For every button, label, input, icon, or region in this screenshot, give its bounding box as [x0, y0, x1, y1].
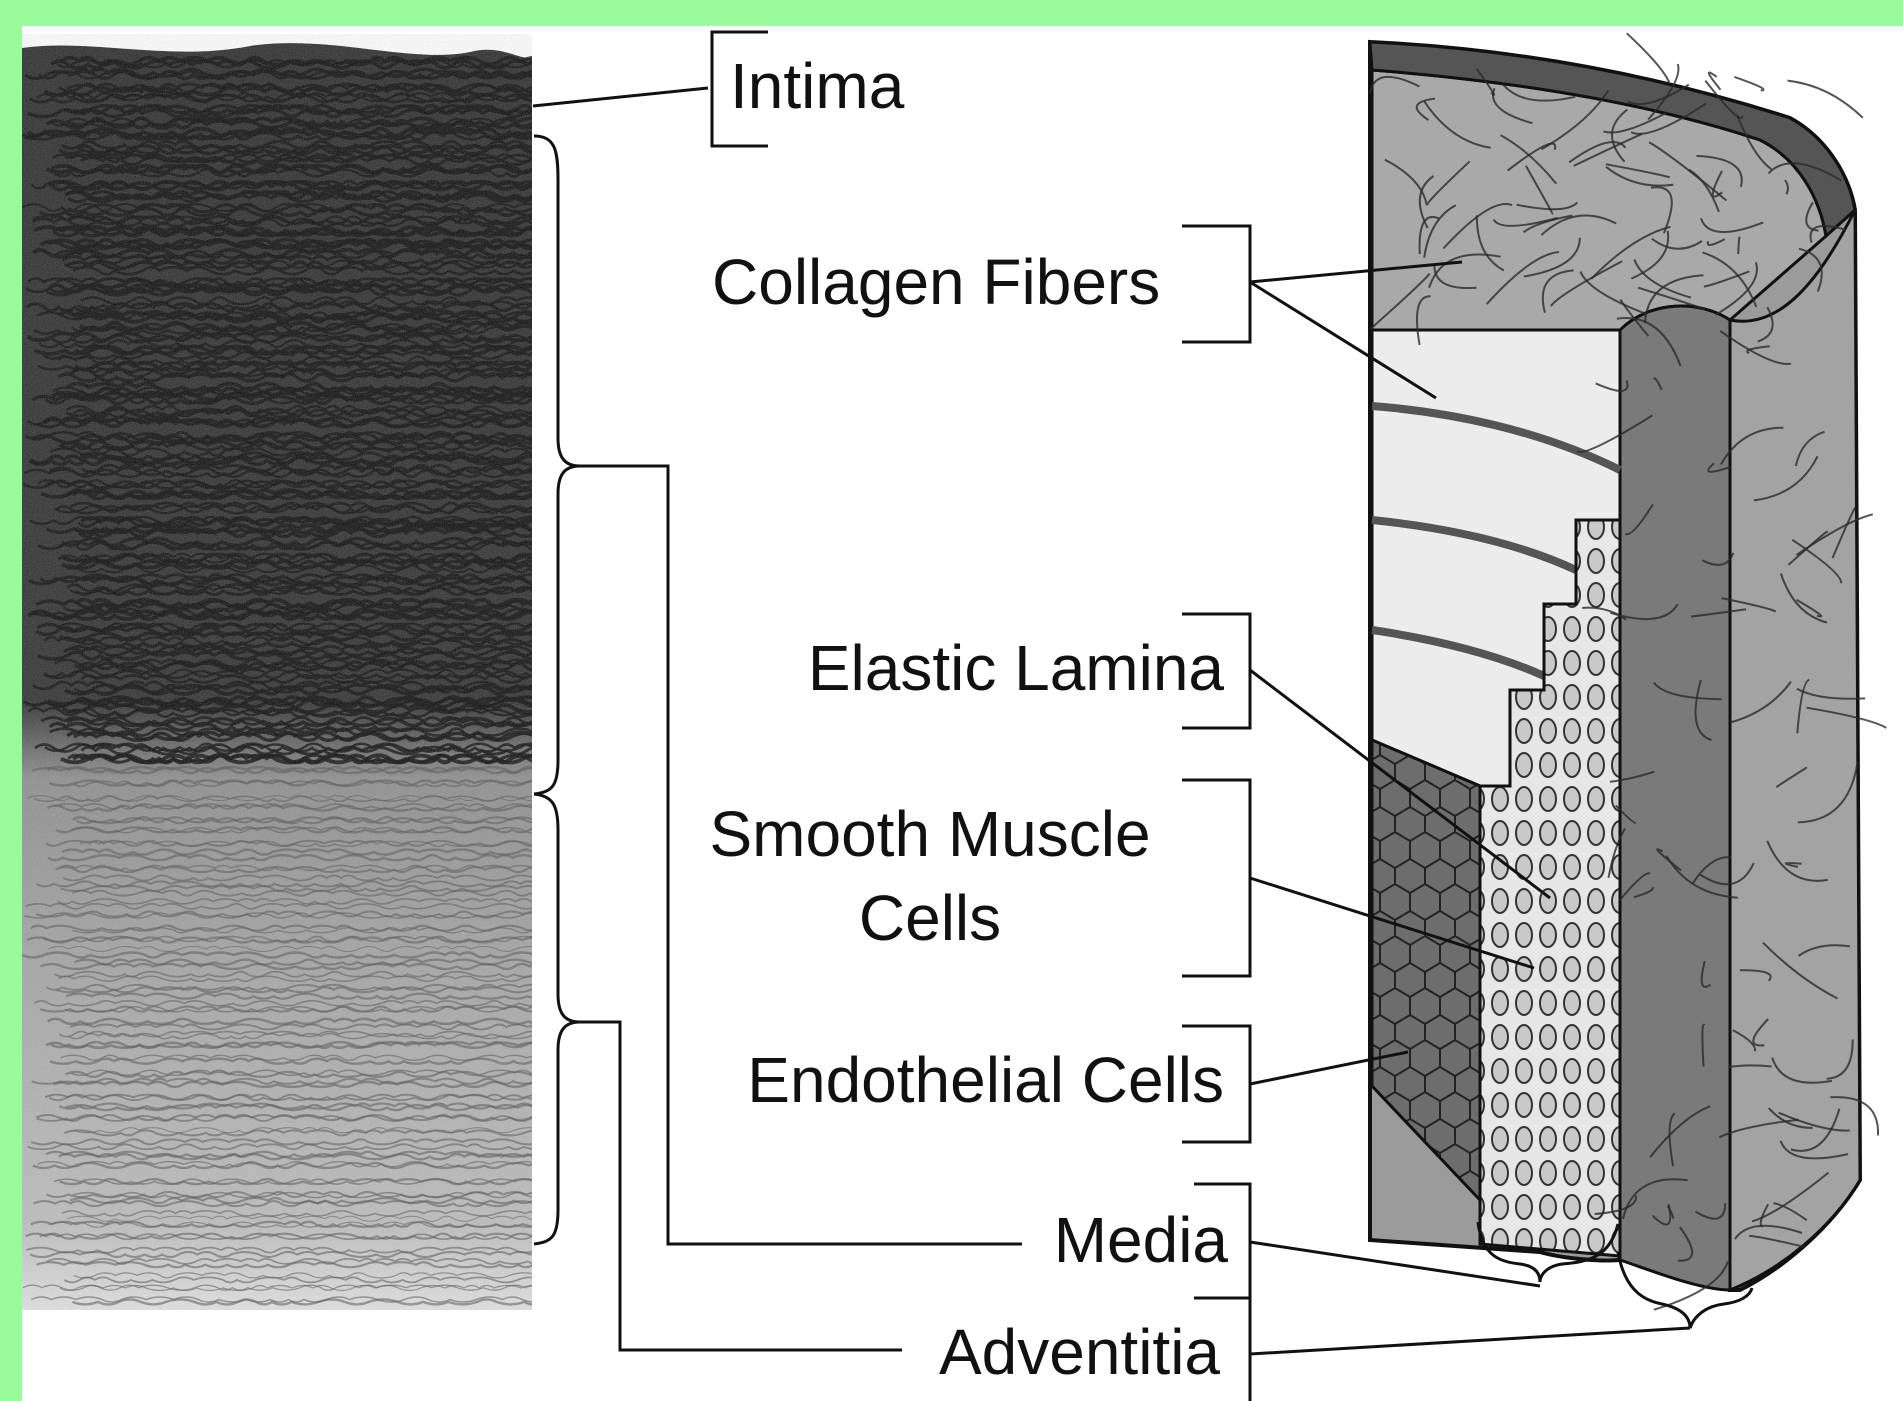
label-smooth-muscle-line2: Cells: [859, 882, 1001, 954]
artery-cutaway-illustration: [1370, 33, 1887, 1328]
label-smooth-muscle-line1: Smooth Muscle: [709, 798, 1150, 870]
label-endothelial-cells: Endothelial Cells: [747, 1044, 1224, 1116]
label-intima: Intima: [730, 50, 905, 122]
micrograph-image: [22, 34, 569, 1310]
intima-leader-line: [533, 88, 708, 106]
label-collagen-fibers: Collagen Fibers: [712, 246, 1160, 318]
adventitia-leader-line: [1250, 1328, 1690, 1354]
smooth-muscle-bracket: [1182, 780, 1250, 976]
label-media: Media: [1054, 1204, 1229, 1276]
label-elastic-lamina: Elastic Lamina: [808, 632, 1225, 704]
adventitia-brace: [534, 794, 580, 1244]
collagen-bracket: [1182, 226, 1250, 342]
label-adventitia: Adventitia: [939, 1316, 1220, 1388]
media-brace: [534, 136, 580, 794]
